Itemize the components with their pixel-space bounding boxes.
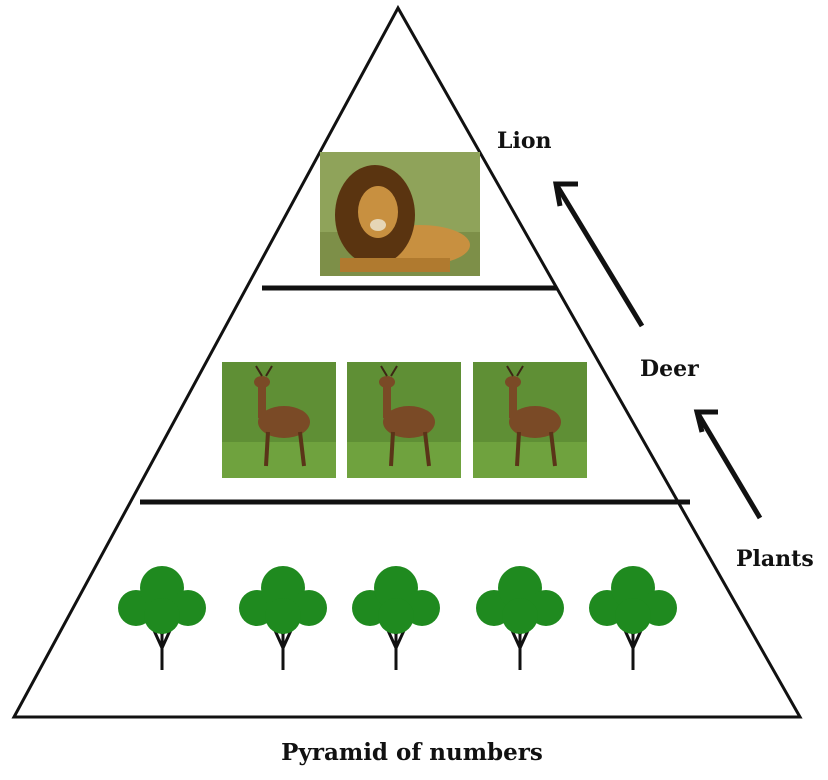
level-label-deer: Deer (640, 356, 699, 382)
arrow-deer-to-lion (556, 184, 642, 326)
level-label-plants: Plants (736, 546, 814, 572)
arrow-plants-to-deer (697, 412, 760, 518)
deer-image (473, 362, 587, 478)
deer-image (222, 362, 336, 478)
lion-image (320, 152, 480, 276)
deer-images (222, 362, 587, 478)
diagram-caption: Pyramid of numbers (281, 739, 543, 766)
deer-image (347, 362, 461, 478)
level-label-lion: Lion (497, 128, 552, 154)
